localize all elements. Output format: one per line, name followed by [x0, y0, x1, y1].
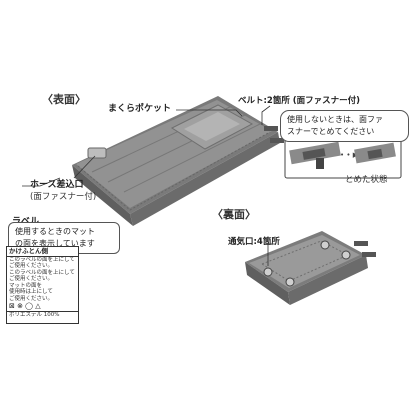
belt-note-line-1: 使用しないときは、面ファ	[287, 115, 383, 124]
belt-marker	[264, 126, 278, 131]
fastened-state-label: とめた状態	[345, 175, 388, 185]
care-tag-line: マットの面を	[9, 282, 43, 289]
pillow-pocket	[170, 104, 254, 150]
vent-label: 通気口:4箇所	[228, 237, 280, 247]
care-tag-material: ポリエステル 100%	[7, 310, 78, 319]
care-tag-line: ご使用ください。	[9, 276, 54, 282]
hose-inlet-sublabel: (面ファスナー付)	[30, 192, 97, 202]
label-note-line-1: 使用するときのマット	[15, 227, 95, 236]
care-tag-line: このラベルの面を上にして	[9, 269, 75, 276]
front-mat	[72, 96, 284, 226]
care-symbols-icon: ⊠ ⊗ ◯ △	[9, 302, 41, 310]
belt-note-bubble: 使用しないときは、面ファ スナーでとめてください	[280, 110, 409, 142]
care-tag-line: このラベルの面を上にして	[9, 256, 75, 263]
care-tag-title: かけふとん側	[7, 247, 78, 257]
svg-text:• • ▶: • • ▶	[340, 151, 359, 159]
care-tag: かけふとん側 このラベルの面を上にして ご使用ください。 このラベルの面を上にし…	[6, 246, 79, 324]
hose-inlet-marker	[87, 147, 107, 159]
care-tag-line: ご使用ください。	[9, 263, 54, 269]
belt-label: ベルト:2箇所 (面ファスナー付)	[238, 96, 361, 106]
back-side-title: 〈裏面〉	[212, 208, 256, 221]
care-tag-line: 使用時は上にして	[9, 289, 53, 295]
label-note-line-2: の面を表示しています	[15, 239, 95, 248]
front-side-title: 〈表面〉	[42, 93, 86, 106]
belt-detail-inset: • • ▶	[284, 138, 402, 179]
back-mat	[245, 231, 376, 305]
hose-inlet-label: ホース差込口	[30, 180, 84, 190]
belt-note-line-2: スナーでとめてください	[287, 127, 375, 136]
pillow-pocket-label: まくらポケット	[108, 104, 172, 114]
care-tag-line: ご使用ください。	[9, 295, 54, 302]
